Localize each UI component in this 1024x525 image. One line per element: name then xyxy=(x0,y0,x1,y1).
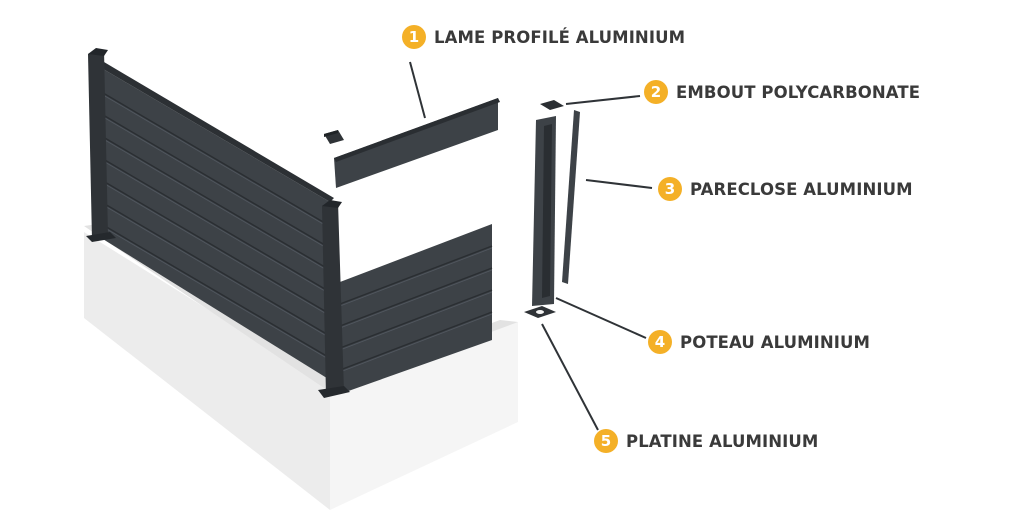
callout-number-badge: 5 xyxy=(594,429,618,453)
aluminium-post xyxy=(532,116,556,306)
callout-number-badge: 4 xyxy=(648,330,672,354)
base-plate xyxy=(524,306,556,318)
leader-line-4 xyxy=(555,297,647,339)
callout-number-badge: 3 xyxy=(658,177,682,201)
callout-text: LAME PROFILÉ ALUMINIUM xyxy=(434,27,686,47)
floating-blade xyxy=(334,98,500,188)
corner-post xyxy=(318,200,350,398)
blade-end-cap xyxy=(324,130,344,144)
left-post xyxy=(86,48,116,242)
callout-lame-profile: 1 LAME PROFILÉ ALUMINIUM xyxy=(402,25,685,49)
glazing-bead xyxy=(562,110,580,284)
leader-line-2 xyxy=(565,95,641,105)
callout-text: PLATINE ALUMINIUM xyxy=(626,431,819,451)
leader-line-3 xyxy=(585,179,653,189)
callout-embout: 2 EMBOUT POLYCARBONATE xyxy=(644,80,920,104)
long-fence-panel xyxy=(97,62,334,380)
callout-poteau: 4 POTEAU ALUMINIUM xyxy=(648,330,870,354)
callout-number-badge: 1 xyxy=(402,25,426,49)
leader-line-5 xyxy=(541,323,599,431)
leader-line-1 xyxy=(409,61,426,119)
polycarbonate-cap xyxy=(540,100,564,110)
callout-pareclose: 3 PARECLOSE ALUMINIUM xyxy=(658,177,913,201)
short-fence-panel xyxy=(339,224,493,394)
callout-text: POTEAU ALUMINIUM xyxy=(680,332,871,352)
leader-lines xyxy=(409,61,653,431)
callout-number-badge: 2 xyxy=(644,80,668,104)
callout-platine: 5 PLATINE ALUMINIUM xyxy=(594,429,818,453)
callout-text: PARECLOSE ALUMINIUM xyxy=(690,179,913,199)
callout-text: EMBOUT POLYCARBONATE xyxy=(676,82,921,102)
